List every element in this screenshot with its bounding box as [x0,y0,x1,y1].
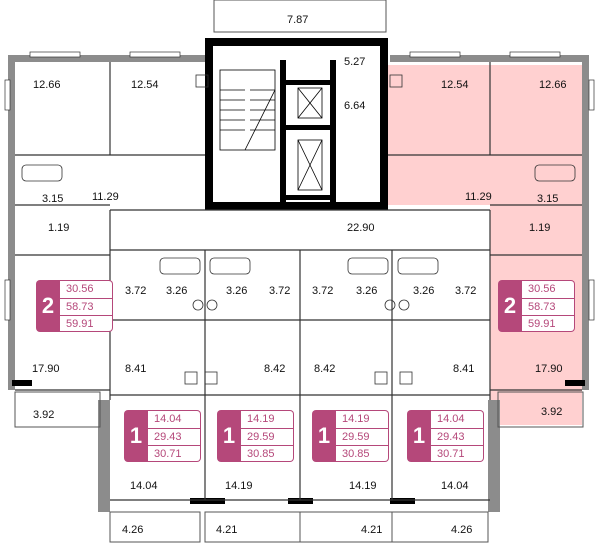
room-area-r-hall: 11.29 [465,191,492,203]
area-values: 14.04 29.43 30.71 [148,410,201,462]
living-area: 14.19 [336,411,388,429]
area-values: 30.56 58.73 59.91 [60,280,113,332]
room-area-m3-kitchen: 8.42 [314,363,336,375]
stairs [219,69,276,151]
total-area: 29.43 [431,429,483,447]
room-area-m1-room: 14.04 [130,480,158,492]
room-area-b3-balcony: 4.21 [361,524,383,536]
room-area-m3-room: 14.19 [349,480,377,492]
room-area-b4-balcony: 4.26 [451,524,473,536]
room-area-tr-kitchen: 12.54 [441,79,469,91]
apartment-badge-right-2room[interactable]: 2 30.56 58.73 59.91 [498,280,576,332]
gross-area: 30.85 [247,448,275,461]
gross-area: 30.71 [437,448,465,461]
total-area: 29.59 [241,429,293,447]
apartment-badge-left-2room[interactable]: 2 30.56 58.73 59.91 [36,280,114,332]
area-values: 14.19 29.59 30.85 [241,410,294,462]
room-area-b1-balcony: 4.26 [122,524,144,536]
room-area-m1-kitchen: 8.41 [125,363,147,375]
structural-walls [12,38,585,504]
room-area-m2-kitchen: 8.42 [264,363,286,375]
living-area: 14.19 [241,411,293,429]
room-area-m4-hall: 3.72 [455,285,477,297]
room-area-m1-hall: 3.72 [125,285,147,297]
room-count: 2 [36,280,60,332]
room-area-hall-a: 5.27 [344,56,366,68]
room-area-m1-bath: 3.26 [166,285,188,297]
balconies [14,391,584,543]
apartment-badge-a2[interactable]: 1 14.19 29.59 30.85 [217,410,295,462]
living-area: 14.04 [148,411,200,429]
apartment-badge-a4[interactable]: 1 14.04 29.43 30.71 [407,410,485,462]
total-area: 58.73 [522,299,574,317]
room-area-m4-bath: 3.26 [413,285,435,297]
room-area-tr-room: 12.66 [539,79,567,91]
gross-area: 59.91 [66,318,94,331]
windows [4,51,595,321]
room-count: 1 [124,410,148,462]
room-area-hall-b: 6.64 [344,100,366,112]
room-area-m3-hall: 3.72 [312,285,334,297]
room-area-m3-bath: 3.26 [356,285,378,297]
bath-fixtures [21,164,576,311]
room-area-m2-room: 14.19 [225,480,253,492]
room-area-m2-hall: 3.72 [269,285,291,297]
elevators [297,87,323,191]
room-area-tl-room: 12.66 [33,79,61,91]
room-area-balcony-top: 7.87 [287,14,309,26]
room-area-m2-bath: 3.26 [226,285,248,297]
living-area: 30.56 [522,281,574,299]
room-area-m4-room: 14.04 [441,480,469,492]
room-area-l-balcony: 3.92 [33,409,55,421]
room-area-corridor: 22.90 [347,222,375,234]
gross-area: 30.85 [342,448,370,461]
outer-walls [8,55,589,512]
room-count: 1 [312,410,336,462]
room-area-l-big-room: 17.90 [32,363,60,375]
apartment-badge-a1[interactable]: 1 14.04 29.43 30.71 [124,410,202,462]
room-area-l-hall: 11.29 [92,191,119,203]
total-area: 29.43 [148,429,200,447]
highlighted-apartment[interactable] [388,65,582,205]
room-area-r-big-room: 17.90 [535,363,563,375]
stoves [184,74,413,385]
gross-area: 30.71 [154,448,182,461]
apartment-badge-a3[interactable]: 1 14.19 29.59 30.85 [312,410,390,462]
room-area-tl-kitchen: 12.54 [131,79,159,91]
room-count: 2 [498,280,522,332]
room-area-r-balcony: 3.92 [541,406,563,418]
total-area: 58.73 [60,299,112,317]
area-values: 14.19 29.59 30.85 [336,410,389,462]
room-area-r-bath: 3.15 [537,193,559,205]
top-balcony [213,0,387,33]
room-count: 1 [407,410,431,462]
room-area-l-wc: 1.19 [48,222,70,234]
room-area-r-wc: 1.19 [529,222,551,234]
room-count: 1 [217,410,241,462]
total-area: 29.59 [336,429,388,447]
living-area: 14.04 [431,411,483,429]
living-area: 30.56 [60,281,112,299]
room-area-l-bath: 3.15 [42,193,64,205]
area-values: 30.56 58.73 59.91 [522,280,575,332]
room-area-m4-kitchen: 8.41 [453,363,475,375]
area-values: 14.04 29.43 30.71 [431,410,484,462]
room-area-b2-balcony: 4.21 [216,524,238,536]
gross-area: 59.91 [528,318,556,331]
